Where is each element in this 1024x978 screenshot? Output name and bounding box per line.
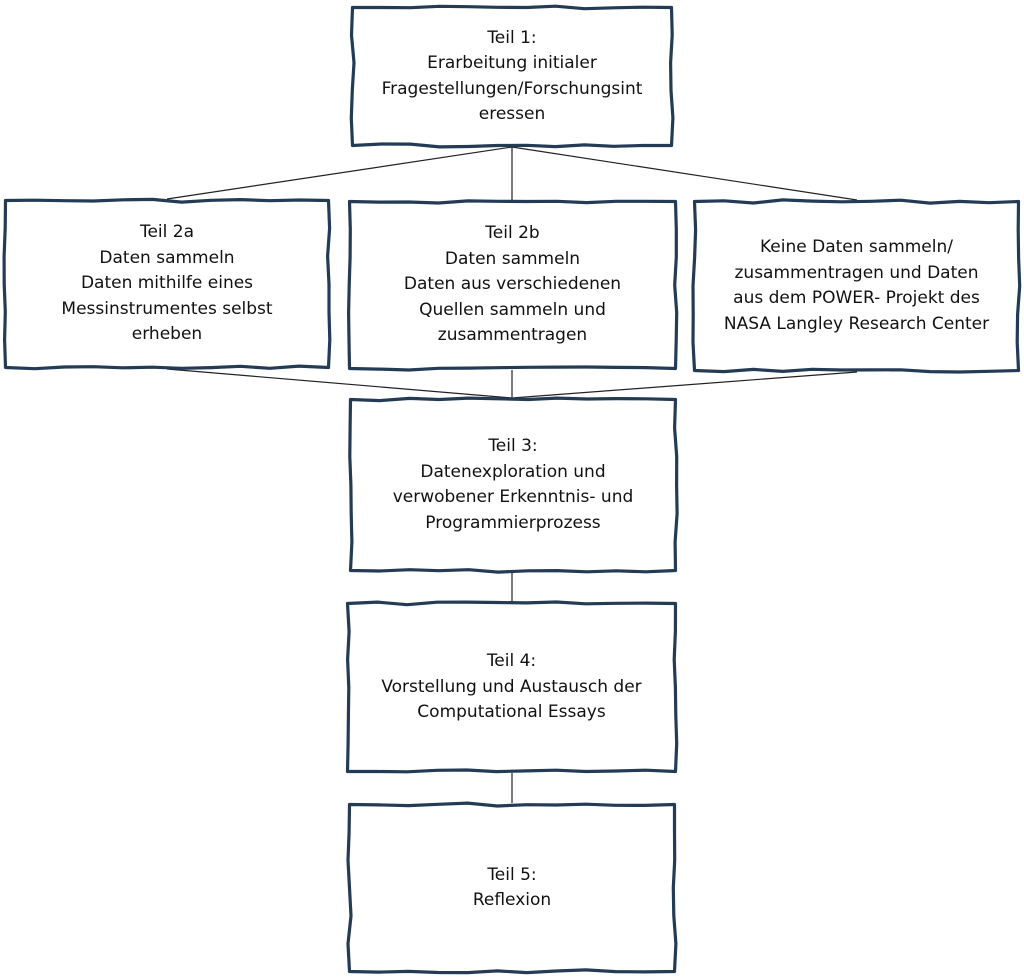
- connectors: [166, 146, 858, 803]
- node-teil2b-line-4: Quellen sammeln und: [419, 299, 606, 320]
- edge-teil2c-teil3: [511, 371, 858, 399]
- node-teil4-line-2: Vorstellung und Austausch der: [381, 676, 642, 697]
- node-teil5-line-2: Reflexion: [472, 890, 552, 910]
- node-teil5: Teil 5: Reflexion: [348, 803, 676, 973]
- node-teil2b: Teil 2b Daten sammeln Daten aus verschie…: [348, 200, 677, 370]
- node-teil4-text: Teil 4: Vorstellung und Austausch der Co…: [381, 649, 641, 726]
- node-teil1-line-3: Fragestellungen/Forschungsint: [381, 78, 643, 99]
- node-teil2a-line-4: Messinstrumentes selbst: [61, 298, 273, 319]
- node-teil1-line-2: Erarbeitung initialer: [427, 53, 597, 73]
- node-teil2c-line-2: zusammentragen und Daten: [734, 262, 979, 283]
- edge-teil1-teil2c: [511, 146, 858, 201]
- node-teil3: Teil 3: Datenexploration und verwobener …: [349, 398, 677, 572]
- node-teil2a-line-5: erheben: [131, 324, 203, 345]
- node-teil2a-line-2: Daten sammeln: [99, 247, 235, 268]
- node-teil2c-line-4: NASA Langley Research Center: [723, 313, 990, 334]
- node-teil3-frame: [348, 396, 679, 574]
- node-teil4-line-1: Teil 4:: [486, 651, 537, 672]
- node-teil2a-line-1: Teil 2a: [139, 222, 195, 243]
- node-teil1-frame: [349, 4, 675, 149]
- node-teil2b-line-2: Daten sammeln: [444, 248, 581, 269]
- node-teil3-line-1: Teil 3:: [488, 436, 538, 456]
- edge-teil1-teil2a: [166, 146, 513, 200]
- edge-teil2a-teil3: [166, 368, 513, 399]
- node-teil2a-text: Teil 2a Daten sammeln Daten mithilfe ein…: [61, 220, 272, 348]
- node-teil2c: Keine Daten sammeln/ zusammentragen und …: [693, 200, 1020, 372]
- node-teil3-line-3: verwobener Erkenntnis- und: [392, 487, 634, 507]
- node-teil2b-text: Teil 2b Daten sammeln Daten aus verschie…: [404, 221, 621, 349]
- node-teil2a-line-3: Daten mithilfe eines: [80, 273, 254, 294]
- node-teil2c-line-1: Keine Daten sammeln/: [759, 237, 953, 257]
- node-teil2a-frame: [2, 197, 332, 371]
- node-teil2b-frame: [347, 199, 679, 372]
- node-teil2c-frame: [691, 198, 1022, 374]
- node-teil2b-line-1: Teil 2b: [485, 223, 540, 244]
- node-teil1-line-1: Teil 1:: [487, 27, 537, 48]
- node-teil4: Teil 4: Vorstellung und Austausch der Co…: [346, 602, 677, 773]
- node-teil5-frame: [346, 801, 678, 975]
- node-teil3-text: Teil 3: Datenexploration und verwobener …: [393, 434, 634, 536]
- node-teil2a: Teil 2a Daten sammeln Daten mithilfe ein…: [4, 199, 330, 369]
- node-teil5-text: Teil 5: Reflexion: [473, 863, 551, 914]
- node-teil1-text: Teil 1: Erarbeitung initialer Fragestell…: [382, 26, 643, 128]
- node-teil2b-line-5: zusammentragen: [437, 325, 588, 346]
- node-teil4-frame: [345, 600, 679, 774]
- box-frames: [2, 4, 1022, 975]
- node-teil4-line-3: Computational Essays: [417, 702, 606, 723]
- node-teil1: Teil 1: Erarbeitung initialer Fragestell…: [351, 6, 673, 147]
- node-teil1-line-4: eressen: [478, 104, 546, 124]
- node-teil2b-line-3: Daten aus verschiedenen: [403, 274, 622, 295]
- node-teil2c-text: Keine Daten sammeln/ zusammentragen und …: [724, 235, 989, 337]
- node-teil5-line-1: Teil 5:: [487, 864, 537, 885]
- node-teil3-line-2: Datenexploration und: [420, 461, 606, 482]
- node-teil2c-line-3: aus dem POWER- Projekt des: [733, 288, 980, 308]
- node-teil3-line-4: Programmierprozess: [425, 512, 601, 533]
